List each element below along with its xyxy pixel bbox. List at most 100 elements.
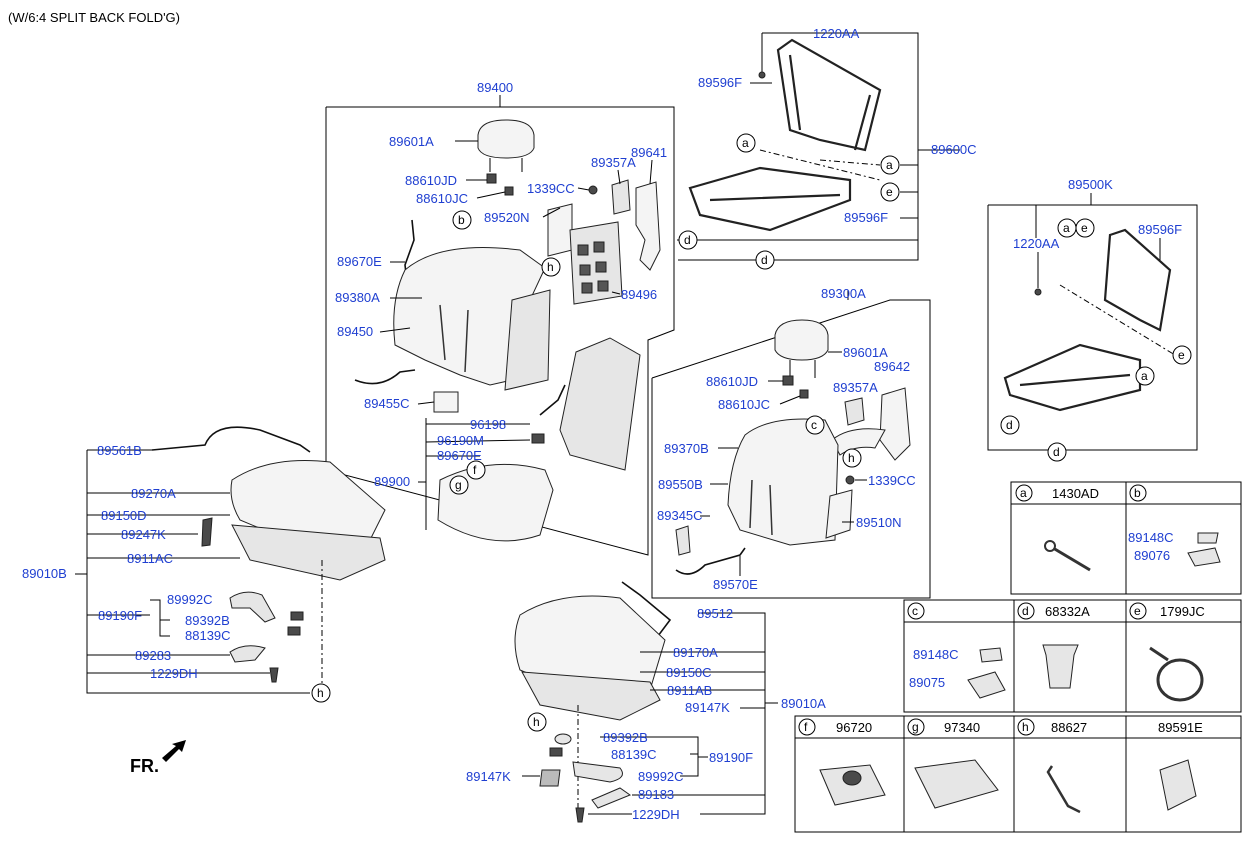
callout-g: g [449, 475, 469, 495]
label-89510N[interactable]: 89510N [856, 515, 902, 530]
svg-text:68332A: 68332A [1045, 604, 1090, 619]
svg-text:f: f [804, 720, 808, 734]
label-89283[interactable]: 89283 [135, 648, 171, 663]
legend-cell-89591E: 89591E [1158, 720, 1203, 811]
label-89500K[interactable]: 89500K [1068, 177, 1113, 192]
label-89380A[interactable]: 89380A [335, 290, 380, 305]
nut-1339CC-right [845, 475, 855, 485]
label-89641[interactable]: 89641 [631, 145, 667, 160]
label-96198[interactable]: 96198 [470, 417, 506, 432]
label-88139C-right[interactable]: 88139C [611, 747, 657, 762]
label-89392B-left[interactable]: 89392B [185, 613, 230, 628]
callout-d-top2: d [755, 250, 775, 270]
label-89496[interactable]: 89496 [621, 287, 657, 302]
label-89596F-right[interactable]: 89596F [1138, 222, 1182, 237]
label-89150D[interactable]: 89150D [101, 508, 147, 523]
pad-89147K [539, 769, 561, 787]
seatback-group-89300A: 89300A 89601A 88610JD 88610JC 89642 8935… [651, 286, 931, 599]
label-89010A[interactable]: 89010A [781, 696, 826, 711]
label-8911AC[interactable]: 8911AC [127, 551, 173, 566]
label-1220AA-top[interactable]: 1220AA [813, 26, 860, 41]
label-89147K-right[interactable]: 89147K [685, 700, 730, 715]
label-1220AA-right[interactable]: 1220AA [1013, 236, 1060, 251]
bolt-1229DH-right [575, 807, 585, 823]
label-89596F-top[interactable]: 89596F [698, 75, 742, 90]
label-88610JD-right[interactable]: 88610JD [706, 374, 758, 389]
seat-cushion-frame-8911AC [231, 524, 386, 581]
seat-cushion-cover-89170A [514, 595, 666, 696]
svg-text:a: a [886, 158, 893, 172]
headrest-left [477, 119, 535, 159]
label-89600C[interactable]: 89600C [931, 142, 977, 157]
label-89357A-right[interactable]: 89357A [833, 380, 878, 395]
label-89670E-left[interactable]: 89670E [337, 254, 382, 269]
label-89147K-bottom[interactable]: 89147K [466, 769, 511, 784]
svg-text:h: h [547, 260, 554, 274]
label-89357A-left[interactable]: 89357A [591, 155, 636, 170]
armrest-cushion-89520N [547, 203, 573, 257]
label-89190F-right[interactable]: 89190F [709, 750, 753, 765]
label-8911AB[interactable]: 8911AB [667, 683, 712, 698]
seat-cushion-cover-89270A [230, 460, 386, 546]
svg-text:e: e [1178, 348, 1185, 362]
label-89520N[interactable]: 89520N [484, 210, 530, 225]
svg-text:d: d [684, 233, 691, 247]
callout-a-top: a [736, 133, 756, 153]
wire-89561B [151, 426, 311, 453]
callout-d-right2: d [1047, 442, 1067, 462]
svg-text:97340: 97340 [944, 720, 980, 735]
svg-text:e: e [886, 185, 893, 199]
label-96190M[interactable]: 96190M [437, 433, 484, 448]
label-89570E[interactable]: 89570E [713, 577, 758, 592]
label-89270A[interactable]: 89270A [131, 486, 176, 501]
label-1339CC-right[interactable]: 1339CC [868, 473, 916, 488]
callout-h-right: h [842, 448, 862, 468]
legend-cell-c: c 89148C 89075 [907, 602, 1006, 699]
label-89512[interactable]: 89512 [697, 606, 733, 621]
svg-text:c: c [811, 418, 817, 432]
callout-a-mid: a [880, 155, 900, 175]
label-89992C-left[interactable]: 89992C [167, 592, 213, 607]
label-89561B[interactable]: 89561B [97, 443, 142, 458]
label-89455C[interactable]: 89455C [364, 396, 410, 411]
label-89601A-left[interactable]: 89601A [389, 134, 434, 149]
svg-text:89148C: 89148C [913, 647, 959, 662]
label-88610JD-left[interactable]: 88610JD [405, 173, 457, 188]
label-88610JC-right[interactable]: 88610JC [718, 397, 770, 412]
label-89550B[interactable]: 89550B [658, 477, 703, 492]
callout-e-right2: e [1172, 345, 1192, 365]
label-89247K[interactable]: 89247K [121, 527, 166, 542]
label-1339CC-left[interactable]: 1339CC [527, 181, 575, 196]
svg-text:89075: 89075 [909, 675, 945, 690]
label-89450[interactable]: 89450 [337, 324, 373, 339]
label-89601A-right[interactable]: 89601A [843, 345, 888, 360]
label-89190F-left[interactable]: 89190F [98, 608, 142, 623]
svg-text:h: h [533, 715, 540, 729]
label-1229DH-left[interactable]: 1229DH [150, 666, 198, 681]
label-89150C[interactable]: 89150C [666, 665, 712, 680]
label-89170A[interactable]: 89170A [673, 645, 718, 660]
label-89642[interactable]: 89642 [874, 359, 910, 374]
label-89183[interactable]: 89183 [638, 787, 674, 802]
svg-text:c: c [912, 604, 918, 618]
label-89670E-bottom[interactable]: 89670E [437, 448, 482, 463]
label-89400[interactable]: 89400 [477, 80, 513, 95]
clip-89392B [290, 611, 304, 621]
svg-text:d: d [1022, 604, 1029, 618]
label-89345C[interactable]: 89345C [657, 508, 703, 523]
label-1229DH-right[interactable]: 1229DH [632, 807, 680, 822]
label-88139C-left[interactable]: 88139C [185, 628, 231, 643]
label-89010B[interactable]: 89010B [22, 566, 67, 581]
legend-cell-a: a 1430AD [1015, 484, 1099, 572]
armrest-housing [559, 337, 641, 471]
label-88610JC-left[interactable]: 88610JC [416, 191, 468, 206]
label-89992C-right[interactable]: 89992C [638, 769, 684, 784]
front-arrow-icon [162, 740, 186, 762]
seatback-frame-89500K [1103, 228, 1172, 332]
label-89900[interactable]: 89900 [374, 474, 410, 489]
frame-group-89600C: 1220AA 89596F 89600C 89596F [677, 26, 977, 261]
label-89596F-mid[interactable]: 89596F [844, 210, 888, 225]
label-89300A[interactable]: 89300A [821, 286, 866, 301]
label-89392B-right[interactable]: 89392B [603, 730, 648, 745]
label-89370B[interactable]: 89370B [664, 441, 709, 456]
